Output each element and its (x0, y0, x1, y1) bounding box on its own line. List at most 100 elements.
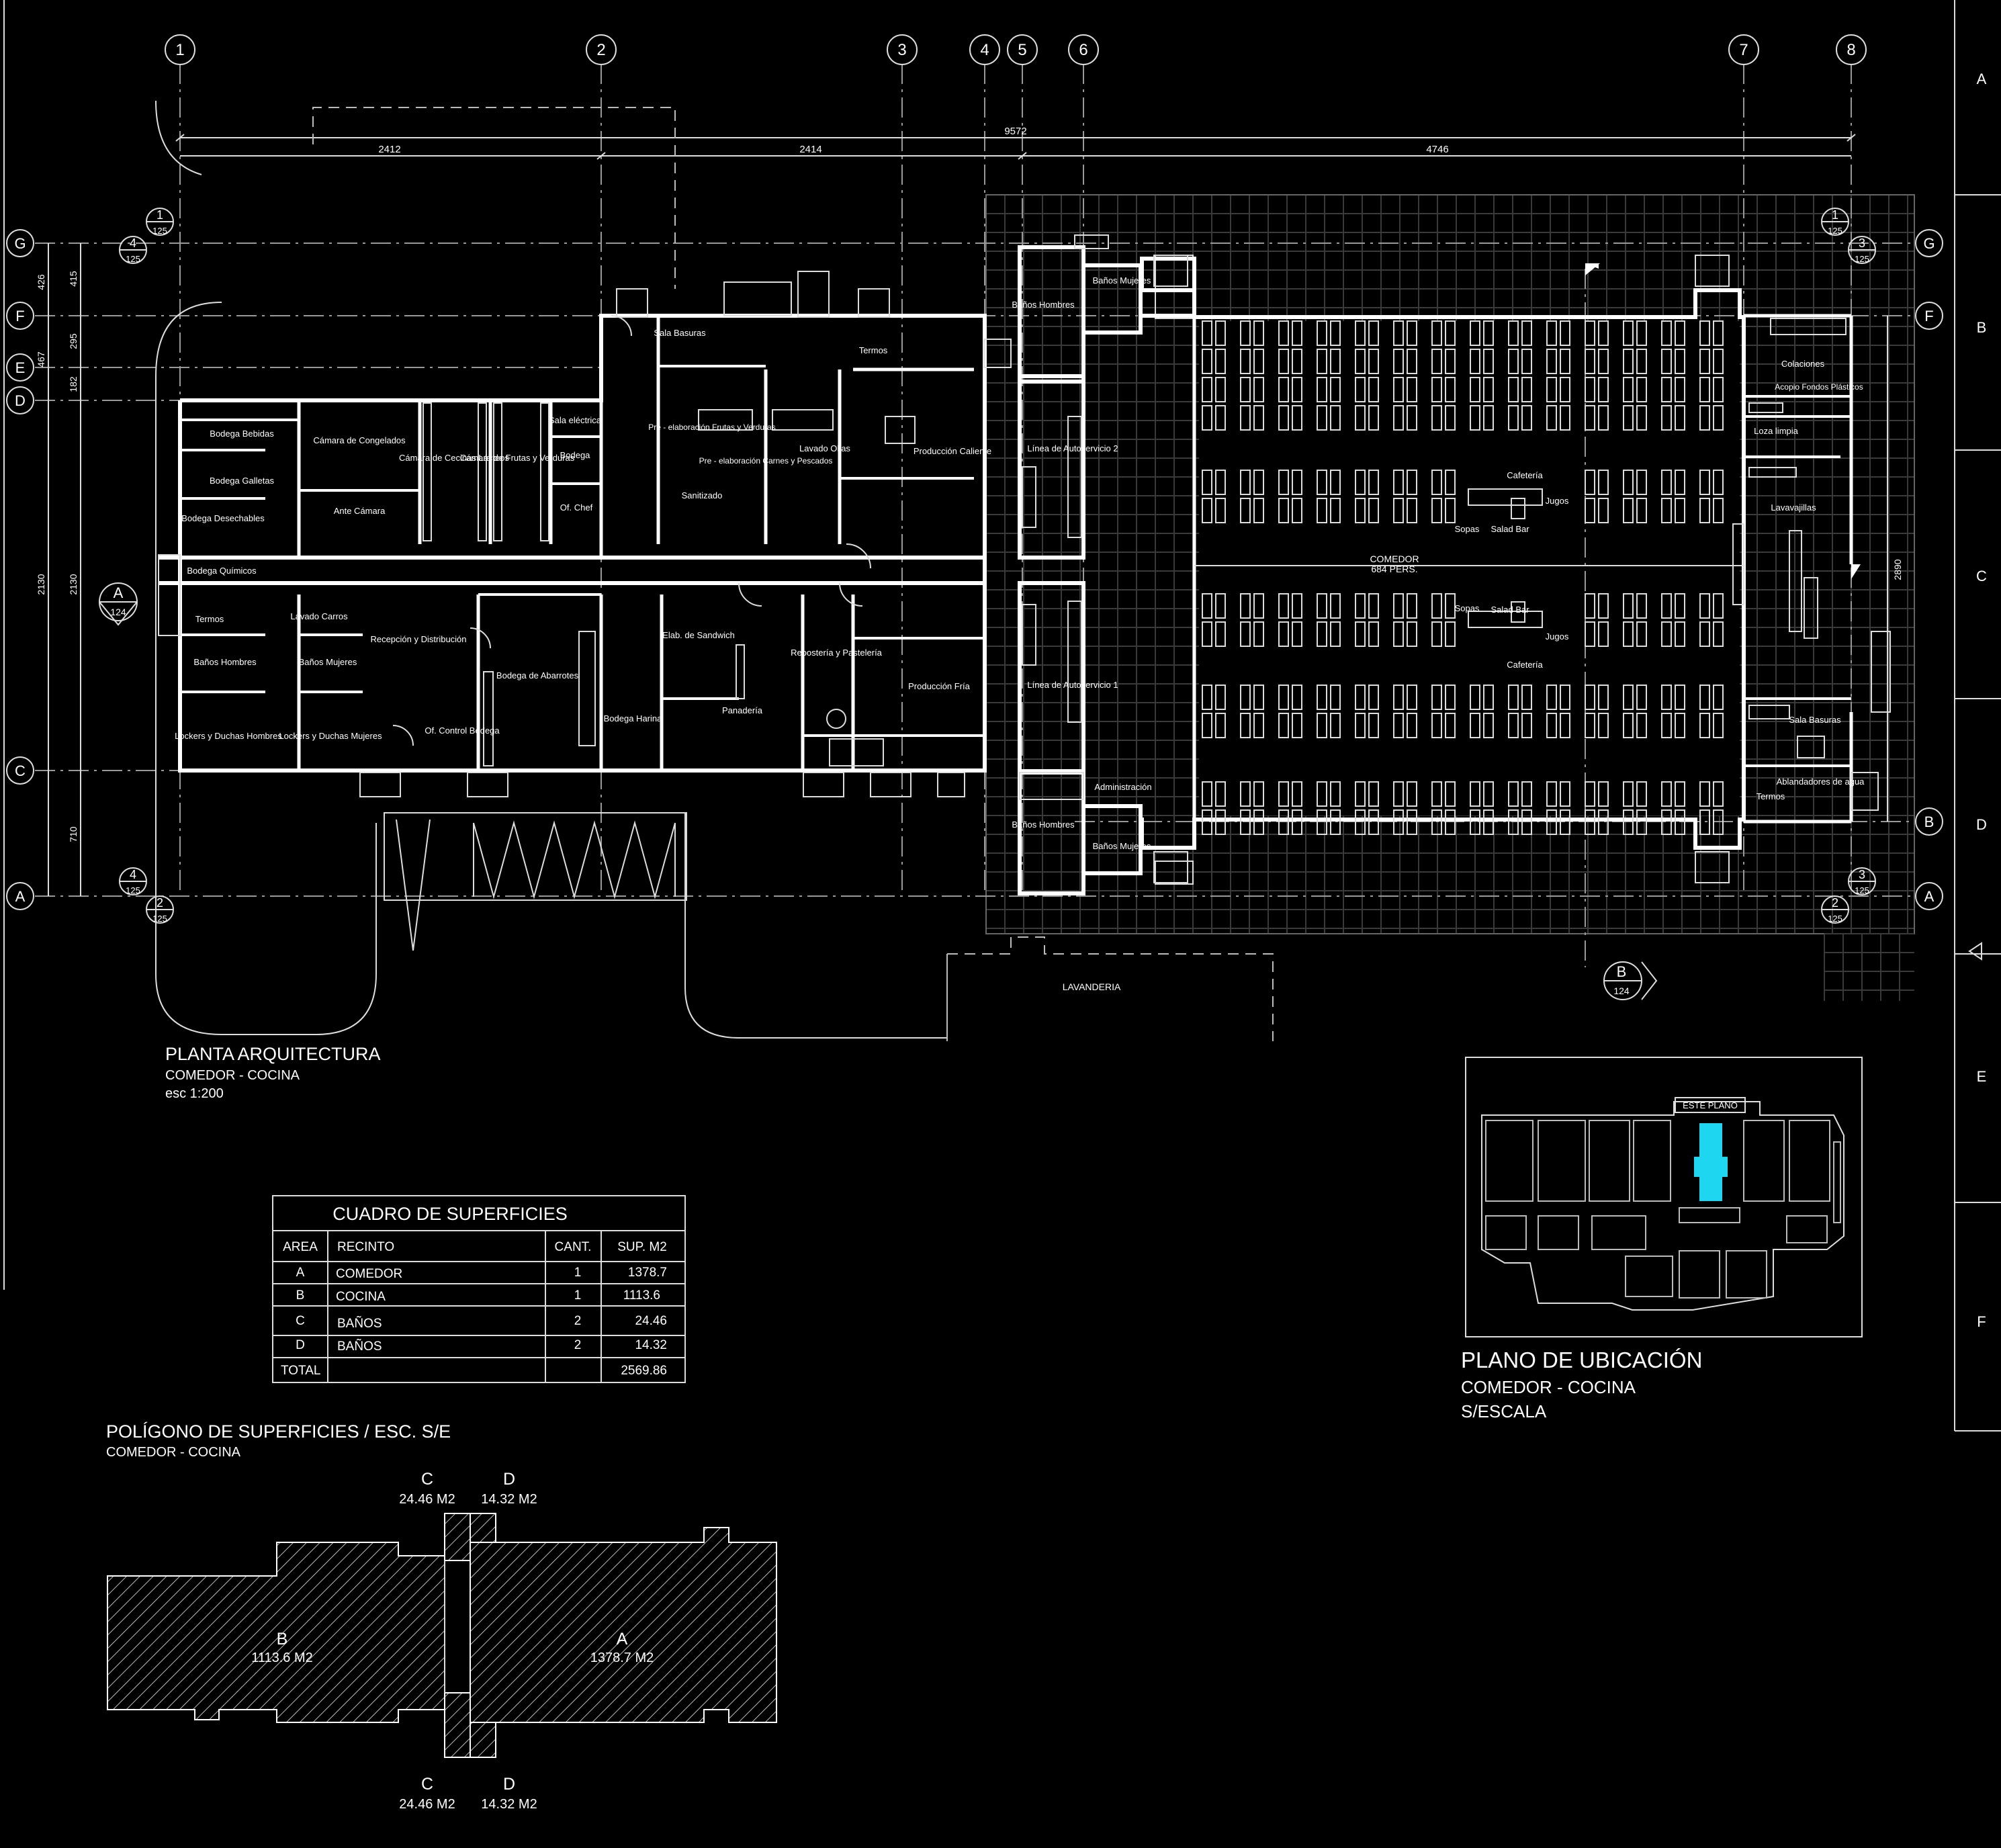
surface-table-row-3-sup: 24.46 (635, 1314, 667, 1328)
room-termos-3: Termos (1757, 791, 1785, 801)
elev-mark-num-7: 3 (1859, 868, 1865, 881)
dining-table (1431, 685, 1456, 738)
dining-table (1202, 377, 1226, 431)
dining-table (1623, 377, 1647, 431)
border-letter-c: C (1976, 568, 1987, 584)
dining-table (1508, 685, 1532, 738)
surface-table-header-recinto: RECINTO (337, 1240, 394, 1254)
location-plan: ESTE PLANO PLANO DE UBICACIÓN COMEDOR - … (1461, 1057, 1863, 1421)
dim-span-3: 4746 (1426, 144, 1448, 155)
room-sopas-bottom: Sopas (1455, 603, 1480, 613)
dining-table (1699, 377, 1724, 431)
surface-table-row-2-recinto: COCINA (336, 1290, 386, 1304)
axis-label-4: 4 (980, 41, 989, 59)
dining-table (1623, 781, 1647, 835)
comedor-capacity: 684 PERS. (1371, 564, 1417, 574)
room-banos-hombres: Baños Hombres (193, 657, 257, 667)
elev-mark-num-5: 4 (130, 868, 136, 881)
axis-label-e-left: E (15, 359, 26, 376)
dining-table (1240, 470, 1264, 523)
dining-table (1240, 377, 1264, 431)
dining-table (1431, 377, 1456, 431)
dining-table (1317, 781, 1341, 835)
dining-table (1431, 781, 1456, 835)
dining-table (1546, 377, 1570, 431)
location-tag: ESTE PLANO (1683, 1100, 1738, 1110)
site-building (1786, 1215, 1828, 1243)
dining-table (1661, 470, 1685, 523)
site-building (1485, 1120, 1533, 1202)
dining-table (1431, 593, 1456, 647)
dining-table (1661, 685, 1685, 738)
polygon-b-area: 1113.6 M2 (251, 1651, 313, 1665)
room-produccion-fria: Producción Fría (908, 681, 971, 691)
elev-mark-ref-5: 125 (126, 885, 140, 895)
dining-table (1317, 377, 1341, 431)
site-building (1679, 1207, 1740, 1223)
border-letter-f: F (1977, 1313, 1986, 1330)
dining-table (1317, 470, 1341, 523)
site-building (1538, 1215, 1579, 1250)
room-linea-autoservicio-2: Línea de Autoservicio 2 (1027, 443, 1118, 453)
lavanderia-label: LAVANDERIA (1063, 981, 1121, 992)
room-of-control: Of. Control Bodega (425, 725, 500, 736)
polygon-c-label-top: C (421, 1470, 433, 1489)
room-banos-mujeres-top: Baños Mujeres (1093, 275, 1151, 285)
dimension-lines: 9572 2412 2414 4746 426 415 467 295 182 … (36, 126, 1903, 896)
dining-table (1202, 593, 1226, 647)
dining-table (1470, 377, 1494, 431)
dining-table (1240, 320, 1264, 374)
elev-mark-ref-3: 125 (1828, 226, 1842, 236)
surface-table-row-4-sup: 14.32 (635, 1338, 667, 1352)
room-recepcion: Recepción y Distribución (370, 634, 466, 644)
dining-table (1623, 593, 1647, 647)
axis-label-7: 7 (1739, 41, 1748, 59)
dining-table (1508, 320, 1532, 374)
dining-table (1355, 593, 1379, 647)
axis-label-1: 1 (175, 41, 184, 59)
dining-table (1393, 320, 1417, 374)
section-cut-a-id: A (114, 584, 124, 601)
axis-label-g-left: G (14, 235, 26, 252)
dining-table (1202, 470, 1226, 523)
surface-table-row-3-recinto: BAÑOS (337, 1316, 382, 1331)
axis-label-a-left: A (15, 888, 26, 905)
dim-span-2: 2414 (799, 144, 821, 155)
polygon-subtitle: COMEDOR - COCINA (106, 1445, 241, 1460)
elev-mark-ref-7: 125 (1855, 885, 1869, 895)
polygon-d-label-top: D (503, 1470, 515, 1489)
room-bodega-desechables: Bodega Desechables (181, 513, 265, 523)
polygon-a-label: A (617, 1630, 628, 1648)
site-building (1625, 1256, 1673, 1297)
sheet-border: A B C D E F (3, 0, 2001, 1432)
area-c-bottom (444, 1692, 471, 1758)
dim-span-1: 2412 (378, 144, 400, 155)
site-building (1789, 1120, 1830, 1202)
dining-table (1278, 470, 1302, 523)
axis-label-3: 3 (897, 41, 906, 59)
dining-table (1661, 377, 1685, 431)
room-sala-basuras: Sala Basuras (654, 328, 706, 338)
location-title: PLANO DE UBICACIÓN (1461, 1348, 1702, 1372)
axis-label-f-right: F (1924, 308, 1933, 324)
dining-table (1470, 781, 1494, 835)
room-linea-autoservicio-1: Línea de Autoservicio 1 (1027, 680, 1118, 690)
room-ante-camara: Ante Cámara (334, 506, 386, 516)
area-a-shape (470, 1527, 777, 1723)
site-building (1743, 1120, 1785, 1202)
room-lockers-mujeres: Lockers y Duchas Mujeres (279, 731, 382, 741)
dining-table (1317, 593, 1341, 647)
elev-mark-ref-4: 125 (1855, 254, 1869, 264)
room-sala-electrica: Sala eléctrica (549, 415, 602, 425)
room-lockers-hombres: Lockers y Duchas Hombres (175, 731, 282, 741)
dining-table (1699, 593, 1724, 647)
room-pre-frutas: Pre - elaboración Frutas y Verduras (648, 423, 775, 432)
dining-table (1317, 685, 1341, 738)
section-cut-b: B 124 (1603, 961, 1658, 1000)
surface-table-total-value: 2569.86 (621, 1364, 667, 1378)
room-sanitizado: Sanitizado (682, 490, 723, 500)
room-ablandadores: Ablandadores de agua (1777, 777, 1865, 787)
polygon-d-label-bottom: D (503, 1775, 515, 1794)
room-sala-basuras-2: Sala Basuras (1789, 715, 1841, 725)
